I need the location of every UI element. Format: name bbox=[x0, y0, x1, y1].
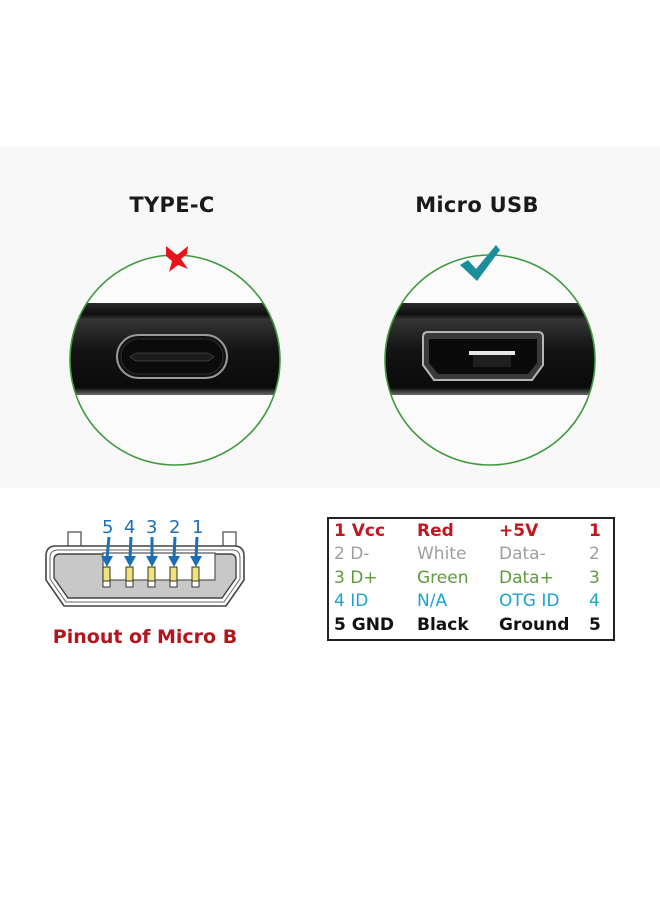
micro-b-pinout-diagram: 5 4 3 2 1 bbox=[30, 517, 260, 620]
check-icon bbox=[458, 243, 502, 287]
signal-cell: Data- bbox=[499, 544, 546, 565]
wire-color-cell: Red bbox=[417, 521, 454, 541]
pin-label-1: 1 bbox=[192, 517, 204, 538]
pin-label-3: 3 bbox=[146, 517, 158, 538]
pin-label-2: 2 bbox=[169, 517, 181, 538]
wire-color-cell: N/A bbox=[417, 591, 448, 612]
pin-cell: 2 D- bbox=[334, 544, 370, 565]
pinout-caption: Pinout of Micro B bbox=[52, 626, 238, 648]
pin-number-cell: 3 bbox=[589, 567, 600, 588]
table-row: 5 GND Black Ground 5 bbox=[329, 615, 613, 638]
pin-cell: 1 Vcc bbox=[334, 521, 386, 541]
pin-cell: 3 D+ bbox=[334, 567, 378, 588]
micro-usb-port-closeup bbox=[383, 253, 597, 467]
type-c-port-closeup bbox=[68, 253, 282, 467]
table-row: 3 D+ Green Data+ 3 bbox=[329, 568, 613, 591]
table-row: 1 Vcc Red +5V 1 bbox=[329, 521, 613, 544]
pin-cell: 5 GND bbox=[334, 614, 395, 635]
signal-cell: Ground bbox=[499, 614, 570, 635]
signal-cell: Data+ bbox=[499, 567, 554, 588]
pin-number-cell: 5 bbox=[589, 614, 601, 635]
signal-cell: OTG ID bbox=[499, 591, 560, 612]
pin-assignment-table: 1 Vcc Red +5V 1 2 D- White Data- 2 3 D+ … bbox=[327, 517, 615, 641]
pin-number-cell: 4 bbox=[589, 591, 600, 612]
table-row: 4 ID N/A OTG ID 4 bbox=[329, 591, 613, 614]
cross-icon bbox=[164, 244, 190, 278]
micro-usb-title: Micro USB bbox=[415, 193, 539, 217]
pin-number-cell: 2 bbox=[589, 544, 600, 565]
signal-cell: +5V bbox=[499, 521, 539, 541]
wire-color-cell: Green bbox=[417, 567, 469, 588]
pin-number-cell: 1 bbox=[589, 521, 601, 541]
pin-contacts bbox=[102, 566, 200, 588]
wire-color-cell: White bbox=[417, 544, 467, 565]
type-c-title: TYPE-C bbox=[129, 193, 215, 217]
wire-color-cell: Black bbox=[417, 614, 469, 635]
table-row: 2 D- White Data- 2 bbox=[329, 544, 613, 567]
pin-cell: 4 ID bbox=[334, 591, 369, 612]
pin-label-4: 4 bbox=[124, 517, 136, 538]
pin-label-5: 5 bbox=[102, 517, 114, 538]
